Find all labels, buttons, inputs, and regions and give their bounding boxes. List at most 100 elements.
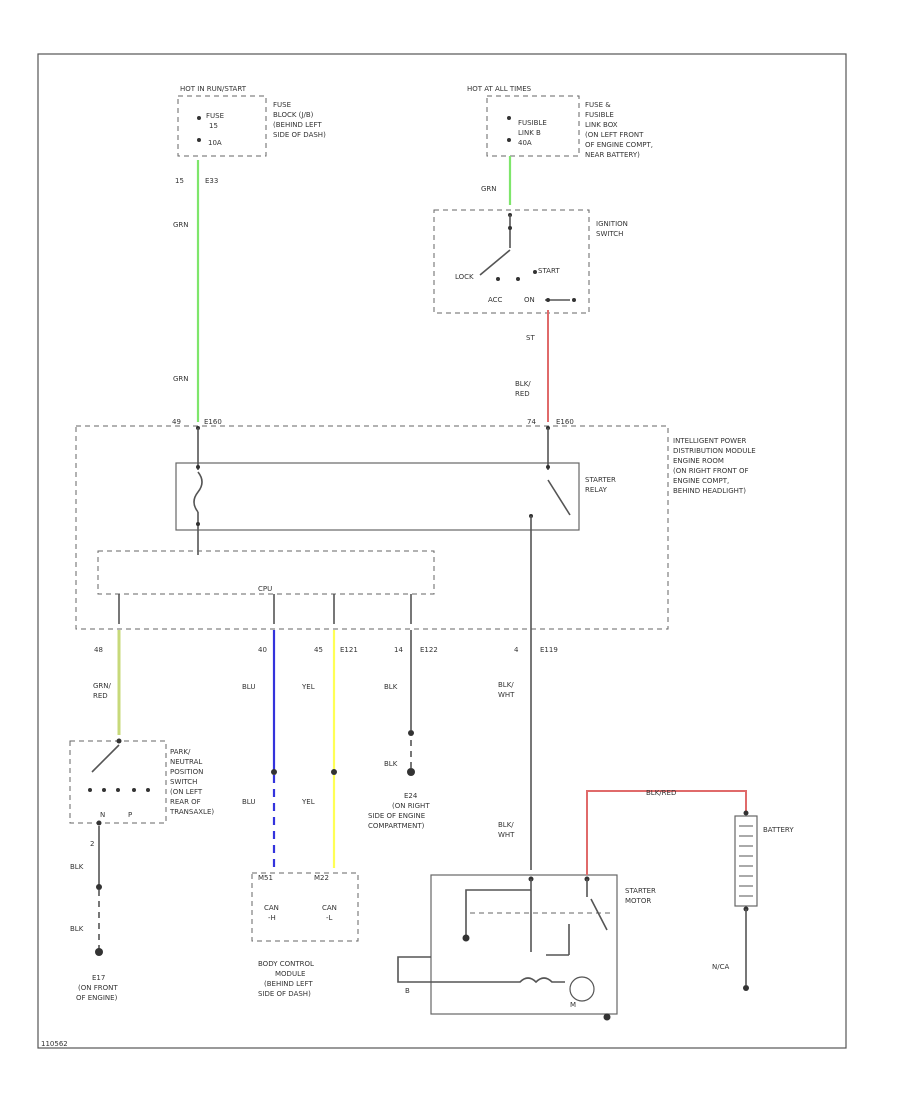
battery-label: BATTERY	[763, 826, 794, 834]
right-loc-line5: OF ENGINE COMPT,	[585, 141, 653, 149]
wire-label-blk-3: BLK	[70, 863, 84, 871]
ignition-start-label: START	[538, 267, 560, 275]
ignition-title-2: SWITCH	[596, 230, 623, 238]
e17-label-2: (ON FRONT	[78, 984, 118, 992]
blk-red-wire-battery	[586, 790, 747, 875]
ipdm-pin-14: 14	[394, 646, 403, 654]
bcm-pin-m51: M51	[258, 874, 273, 882]
left-pin-connector: E33	[205, 177, 218, 185]
bcm-can-h-2: -H	[268, 914, 276, 922]
blu-splice-dot	[271, 769, 277, 775]
ignition-acc-label: ACC	[488, 296, 503, 304]
left-fuse-rating: 10A	[208, 139, 222, 147]
e24-label-2: (ON RIGHT	[392, 802, 430, 810]
bcm-pin-m22: M22	[314, 874, 329, 882]
pnp-contact-2	[102, 788, 106, 792]
left-fuse-top-dot	[197, 116, 201, 120]
left-fuse-bottom-dot	[197, 138, 201, 142]
pnp-contact-3	[116, 788, 120, 792]
right-loc-line3: LINK BOX	[585, 121, 618, 129]
starter-relay-label-1: STARTER	[585, 476, 616, 484]
pnp-top-dot	[116, 738, 122, 744]
ipdm-pin-49: 49	[172, 418, 181, 426]
pnp-contact-1	[88, 788, 92, 792]
e17-label-3: OF ENGINE)	[76, 994, 118, 1002]
left-loc-line4: SIDE OF DASH)	[273, 131, 326, 139]
ignition-on-dot	[572, 298, 576, 302]
ipdm-loc-5: ENGINE COMPT,	[673, 477, 729, 485]
ignition-title-1: IGNITION	[596, 220, 628, 228]
bcm-label-2: MODULE	[275, 970, 305, 978]
ipdm-pin-45-conn: E121	[340, 646, 358, 654]
pnp-label-1: PARK/	[170, 748, 191, 756]
right-loc-line6: NEAR BATTERY)	[585, 151, 640, 159]
wire-label-blu-1: BLU	[242, 683, 255, 691]
yel-splice-dot	[331, 769, 337, 775]
wire-label-grn-3: GRN	[481, 185, 497, 193]
e17-splice-dot	[96, 884, 102, 890]
wire-label-grn-red-b: RED	[93, 692, 108, 700]
wire-label-blk-red-top: BLK/RED	[646, 789, 676, 797]
left-hot-label: HOT IN RUN/START	[180, 85, 247, 93]
starter-contact-arm	[590, 898, 608, 931]
wire-label-yel-1: YEL	[301, 683, 315, 691]
pnp-switch-box	[69, 740, 167, 824]
pnp-pin: 2	[90, 840, 94, 848]
starter-body-ground	[603, 1013, 611, 1021]
wire-label-blk-red-1b: RED	[515, 390, 530, 398]
e17-ground-dot	[95, 948, 103, 956]
e24-label-4: COMPARTMENT)	[368, 822, 425, 830]
wire-label-blk-wht-2a: BLK/	[498, 821, 514, 829]
relay-contact-arm	[547, 479, 571, 516]
starter-relay-label-2: RELAY	[585, 486, 608, 494]
left-fuse-box	[177, 95, 267, 157]
right-fuse-name: FUSIBLE	[518, 119, 547, 127]
right-fuse-box	[486, 95, 580, 157]
wire-label-yel-2: YEL	[301, 798, 315, 806]
starter-hold-in-coil	[465, 889, 531, 935]
wire-label-blk-wht-1b: WHT	[498, 691, 515, 699]
pnp-contact-5	[146, 788, 150, 792]
pnp-bottom-dot	[96, 820, 102, 826]
starter-motor-box	[430, 874, 618, 1015]
bcm-can-l-1: CAN	[322, 904, 337, 912]
pnp-label-4: SWITCH	[170, 778, 197, 786]
starter-label-1: STARTER	[625, 887, 656, 895]
wire-label-blu-2: BLU	[242, 798, 255, 806]
wire-label-grn-2: GRN	[173, 375, 189, 383]
right-loc-line1: FUSE &	[585, 101, 611, 109]
diagram-id: 110562	[41, 1040, 68, 1048]
right-fuse-id: LINK B	[518, 129, 541, 137]
e24-ground-dot	[407, 768, 415, 776]
ipdm-loc-4: (ON RIGHT FRONT OF	[673, 467, 749, 475]
pnp-label-6: REAR OF	[170, 798, 201, 806]
pnp-pos-n: N	[100, 811, 105, 819]
wire-label-blk-4: BLK	[70, 925, 84, 933]
starter-relay-box	[175, 462, 580, 531]
wire-label-grn-1: GRN	[173, 221, 189, 229]
starter-field-winding	[431, 977, 565, 984]
relay-coil	[193, 471, 203, 513]
wire-label-blk-red-1a: BLK/	[515, 380, 531, 388]
battery-bottom-label: N/CA	[712, 963, 729, 971]
wire-label-blk-2: BLK	[384, 760, 398, 768]
right-fuse-top-dot	[507, 116, 511, 120]
battery-ground-dot	[743, 985, 749, 991]
right-loc-line2: FUSIBLE	[585, 111, 614, 119]
wire-label-blk-wht-1a: BLK/	[498, 681, 514, 689]
e24-splice-dot	[408, 730, 414, 736]
left-loc-line2: BLOCK (J/B)	[273, 111, 314, 119]
starter-field-circuit	[397, 956, 431, 983]
ipdm-loc-1: INTELLIGENT POWER	[673, 437, 747, 445]
right-loc-line4: (ON LEFT FRONT	[585, 131, 644, 139]
right-fuse-bottom-dot	[507, 138, 511, 142]
ignition-contact-3	[533, 270, 537, 274]
ipdm-loc-2: DISTRIBUTION MODULE	[673, 447, 756, 455]
ignition-contact-1	[496, 277, 500, 281]
ignition-switch-arm	[479, 249, 511, 276]
ipdm-pin-74: 74	[527, 418, 536, 426]
ipdm-pin-40: 40	[258, 646, 267, 654]
starter-ground-dot	[462, 934, 470, 942]
pnp-label-5: (ON LEFT	[170, 788, 203, 796]
ipdm-pin-4-conn: E119	[540, 646, 558, 654]
